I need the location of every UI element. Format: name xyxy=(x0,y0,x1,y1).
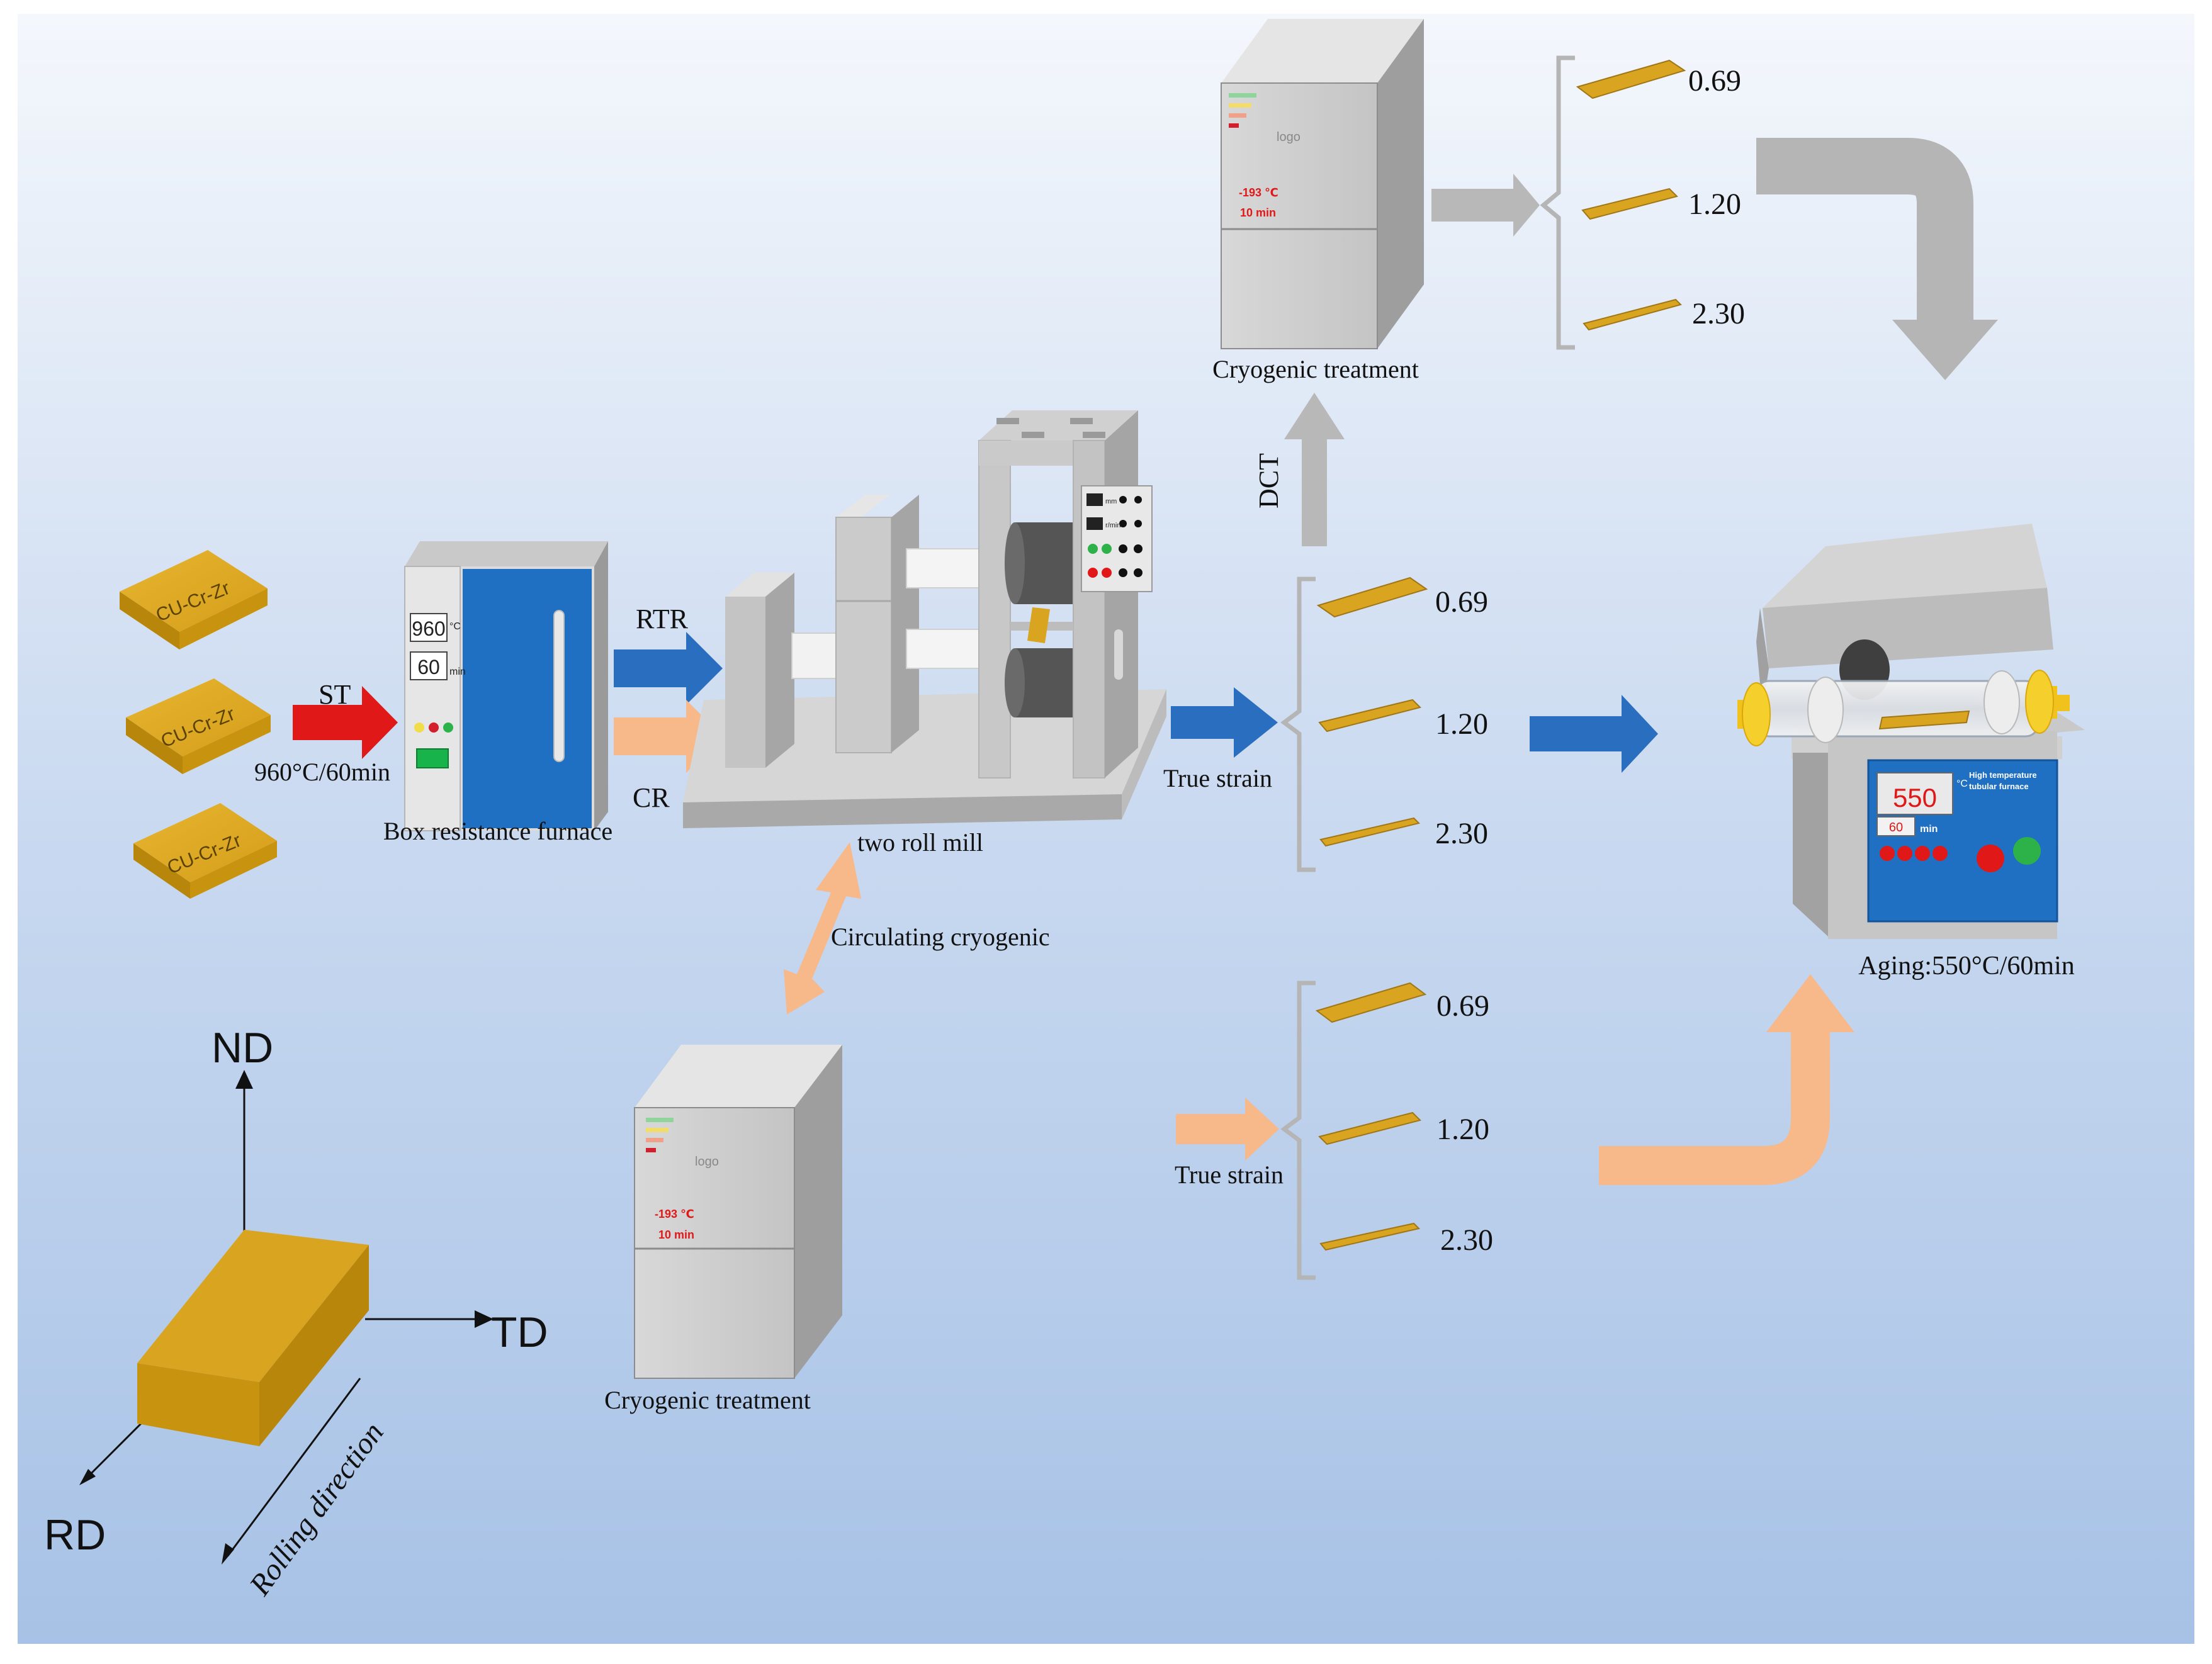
circulating-label: Circulating cryogenic xyxy=(831,923,1050,951)
raw-sample-3: CU-Cr-Zr xyxy=(133,803,277,899)
dct-strain-2: 1.20 xyxy=(1688,188,1741,221)
cryo-top-caption: Cryogenic treatment xyxy=(1212,355,1419,383)
cr-strain-2: 1.20 xyxy=(1436,1113,1489,1146)
cryo-bottom-temp: -193 ℃ xyxy=(655,1208,694,1220)
rtr-arrow xyxy=(614,632,723,705)
indicator-green-icon xyxy=(443,722,453,733)
aging-time-unit: min xyxy=(1920,824,1938,835)
box-furnace xyxy=(404,541,608,831)
aging-time-value: 60 xyxy=(1889,821,1903,835)
st-condition-label: 960°C/60min xyxy=(254,758,390,786)
aging-temp-unit: °C xyxy=(1956,779,1968,789)
gray-arrow-to-dct-samples xyxy=(1431,174,1540,237)
cr-strain-1: 0.69 xyxy=(1436,989,1489,1023)
orientation-axes xyxy=(79,1070,494,1565)
aging-caption: Aging:550°C/60min xyxy=(1858,952,2075,981)
indicator-yellow-icon xyxy=(414,722,424,733)
raw-sample-1: CU-Cr-Zr xyxy=(120,550,268,649)
aging-tube-furnace xyxy=(1737,524,2085,939)
rtr-strain-1: 0.69 xyxy=(1435,585,1488,619)
cr-strain-3: 2.30 xyxy=(1440,1223,1493,1257)
furnace-temp-unit: °C xyxy=(449,621,461,632)
st-label: ST xyxy=(319,679,351,710)
cryo-top-temp: -193 ℃ xyxy=(1239,186,1278,199)
cryo-cabinet-top xyxy=(1221,19,1424,349)
mill-unit-min: r/min xyxy=(1105,522,1120,529)
furnace-time-value: 60 xyxy=(417,656,440,678)
rtr-sample-bracket xyxy=(1280,576,1428,872)
dct-strain-3: 2.30 xyxy=(1692,297,1745,330)
cryo-bottom-time: 10 min xyxy=(658,1228,694,1241)
peach-curved-arrow xyxy=(1599,974,1854,1185)
indicator-red-icon xyxy=(429,722,439,733)
axis-td-label: TD xyxy=(491,1308,548,1356)
cryo-cabinet-bottom xyxy=(634,1045,842,1379)
two-roll-mill xyxy=(683,410,1166,828)
furnace-temp-value: 960 xyxy=(412,617,445,640)
gray-curved-arrow xyxy=(1756,138,1998,380)
axis-rd-label: RD xyxy=(44,1511,106,1559)
dct-sample-bracket xyxy=(1540,55,1686,350)
aging-temp-value: 550 xyxy=(1893,783,1937,812)
furnace-time-unit: min xyxy=(449,666,466,677)
cryo-top-time: 10 min xyxy=(1240,206,1276,219)
st-arrow xyxy=(293,686,398,759)
axis-nd-label: ND xyxy=(212,1024,273,1072)
circulating-cryogenic-arrow xyxy=(784,842,861,1015)
rtr-label: RTR xyxy=(636,604,689,634)
rtr-true-strain-arrow xyxy=(1171,687,1278,758)
rtr-strain-3: 2.30 xyxy=(1435,817,1488,850)
cr-label: CR xyxy=(633,782,670,813)
dct-strain-1: 0.69 xyxy=(1688,64,1741,98)
furnace-caption: Box resistance furnace xyxy=(383,817,612,845)
cr-true-strain-arrow xyxy=(1176,1098,1279,1161)
rtr-strain-2: 1.20 xyxy=(1435,707,1488,741)
mill-unit-mm: mm xyxy=(1105,498,1117,505)
true-strain-top-label: True strain xyxy=(1163,764,1272,792)
blue-arrow-to-aging xyxy=(1530,695,1658,773)
true-strain-bottom-label: True strain xyxy=(1175,1161,1284,1189)
mill-caption: two roll mill xyxy=(857,828,983,857)
dct-label: DCT xyxy=(1253,453,1284,509)
dct-arrow xyxy=(1284,393,1345,546)
aging-panel-title-1: High temperature xyxy=(1969,770,2037,780)
cr-sample-bracket xyxy=(1280,981,1427,1280)
aging-panel-title-2: tubular furnace xyxy=(1969,782,2029,791)
raw-sample-2: CU-Cr-Zr xyxy=(126,678,271,774)
cryo-top-logo: logo xyxy=(1277,130,1301,144)
cryo-bottom-caption: Cryogenic treatment xyxy=(604,1386,811,1414)
cryo-bottom-logo: logo xyxy=(695,1155,719,1169)
